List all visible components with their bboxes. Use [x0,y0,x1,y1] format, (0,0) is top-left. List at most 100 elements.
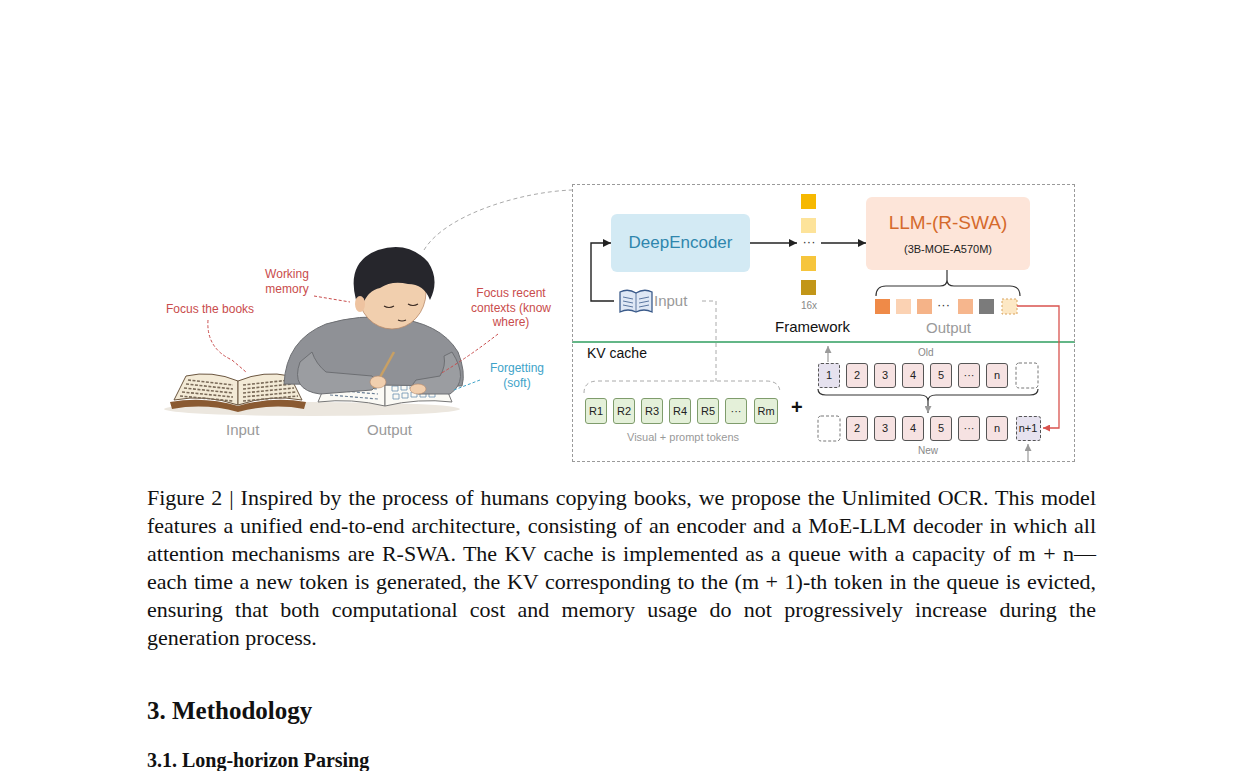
section-heading-box: 3. Methodology [147,696,312,726]
visual-token-squares-part [801,194,816,209]
illustration-label: Output [367,421,412,439]
illustration-label: Input [226,421,259,439]
section-heading: 3. Methodology [147,696,312,726]
row-label-box: New [918,445,938,457]
output-label-box: Output [926,319,971,337]
node-text: 5 [938,369,944,382]
figure-caption: Figure 2 | Inspired by the process of hu… [147,484,1096,652]
source-book-part [180,380,298,401]
flow-arrow [821,242,866,243]
kv-token: 1 [818,363,840,388]
leader-lines-part [314,296,350,302]
kv-token: 5 [930,363,952,388]
callout-label: Forgetting (soft) [484,361,550,391]
prompt-token: R1 [585,398,607,424]
node-text: 5 [938,422,944,435]
output-brace [876,270,1020,296]
feedback-arrow [1017,306,1059,428]
empty-slot [818,416,840,441]
kv-token: n [986,416,1008,441]
node-text: R1 [589,405,603,418]
framework-panel: FrameworkKV cacheInputDeepEncoder···16xL… [572,184,1075,462]
node-text: DeepEncoder [629,233,733,253]
ellipsis-box: ··· [937,297,950,312]
callout-label-box: Working memory [256,267,318,297]
leader-lines-part [454,380,480,390]
callout-label: Focus recent contexts (know where) [466,286,556,330]
student-figure [284,247,463,394]
kv-token: n+1 [1016,416,1041,441]
student-figure-part [354,247,435,306]
output-token-squares-part [896,299,911,314]
illustration-label-box: Output [367,421,412,439]
ellipsis: ··· [937,297,950,312]
student-figure-part [384,304,418,321]
node-text: n [994,369,1000,382]
node-text: ··· [964,369,975,382]
student-figure-part [370,376,386,388]
illustration-label-box: Input [226,421,259,439]
output-token-squares-part [875,299,890,314]
output-token-squares-part [1002,299,1017,314]
panel-heading: KV cache [587,345,647,361]
kv-token: ··· [958,363,980,388]
node-text: ··· [964,422,975,435]
llm-box: LLM-(R-SWA)(3B-MOE-A570M) [866,197,1030,270]
node-text: 4 [910,422,916,435]
book-icon [620,290,652,312]
prompt-token: Rm [754,398,778,424]
node-text: Rm [757,405,774,418]
input-item: Input [614,288,698,314]
callout-label: Focus the books [166,302,254,317]
node-text: (3B-MOE-A570M) [904,243,992,256]
kv-token: 3 [874,416,896,441]
callout-label-box: Focus the books [166,302,254,317]
zoom-curve [424,190,572,250]
output-token-squares-part [958,299,973,314]
student-figure-part [298,352,377,394]
node-text: n+1 [1019,422,1038,435]
subsection-heading-box: 3.1. Long-horizon Parsing [147,749,369,771]
student-figure-part [410,384,426,394]
node-text: R2 [617,405,631,418]
node-text: 2 [854,369,860,382]
subsection-heading: 3.1. Long-horizon Parsing [147,749,369,771]
prompt-token: R2 [613,398,635,424]
node-text: R3 [645,405,659,418]
callout-label-box: Focus recent contexts (know where) [466,286,556,330]
node-text: n [994,422,1000,435]
visual-token-squares-part [801,280,816,295]
node-text: ··· [731,405,742,418]
book-icon-part [620,290,652,312]
group-label: Visual + prompt tokens [627,431,739,444]
queue-brace [818,389,1038,401]
node-text: R4 [673,405,687,418]
encoder-box: DeepEncoder [611,214,750,272]
book-icon-part [623,293,649,312]
row-label: New [918,445,938,457]
leader-lines-part [440,334,498,374]
flow-arrow [750,242,797,243]
prompt-token: R5 [697,398,719,424]
leader-lines-part [208,320,246,372]
caption-box: Figure 2 | Inspired by the process of hu… [147,484,1096,652]
node-text: Input [654,292,687,310]
shift-arrow [927,401,928,413]
visual-token-squares-part [801,256,816,271]
kv-token: 4 [902,416,924,441]
prompt-token: R3 [641,398,663,424]
callout-label-box: Forgetting (soft) [484,361,550,391]
prompt-token: ··· [725,398,747,424]
section-divider [572,341,1075,343]
node-text: 3 [882,422,888,435]
row-label: Old [918,347,934,359]
plus-sign-box: + [791,396,803,419]
node-text: 2 [854,422,860,435]
output-token-squares-part [979,299,994,314]
kv-token: 3 [874,363,896,388]
evict-arrow [827,346,828,362]
panel-heading: Framework [775,318,850,335]
